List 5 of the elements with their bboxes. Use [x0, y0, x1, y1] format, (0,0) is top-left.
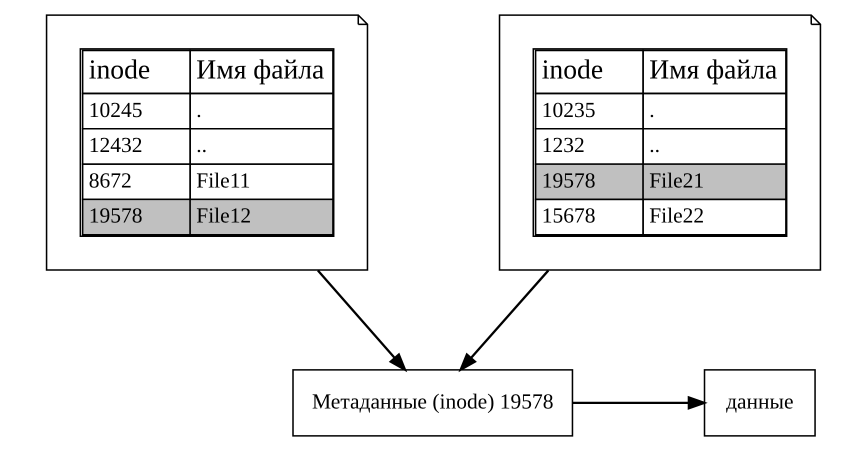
- arrow: [572, 395, 708, 410]
- arrow: [458, 269, 549, 372]
- arrow: [316, 269, 407, 372]
- node-box: данные: [703, 368, 816, 436]
- node-box: Метаданные (inode) 19578: [292, 368, 573, 436]
